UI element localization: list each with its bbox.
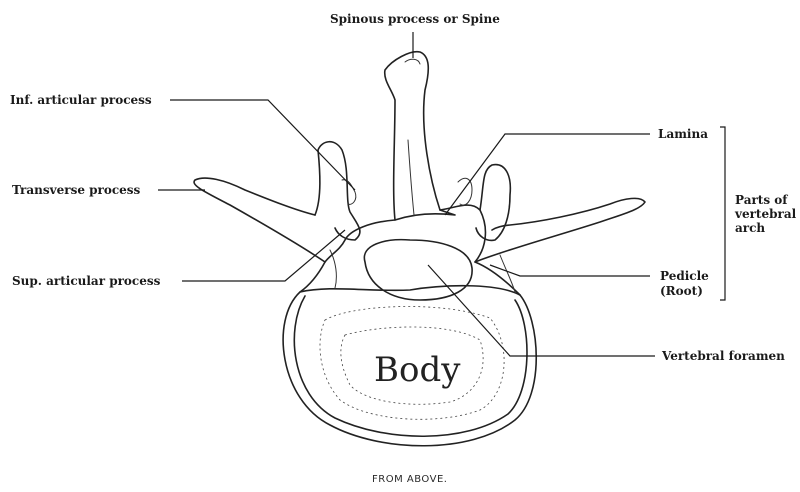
parts-of-arch-line2: vertebral — [735, 207, 796, 221]
transverse-process-label: Transverse process — [12, 183, 140, 197]
left-articular-processes-outline — [315, 142, 360, 240]
leader-lines — [158, 32, 725, 356]
pedicle-root-label: (Root) — [660, 284, 703, 298]
pedicle-label: Pedicle — [660, 269, 709, 283]
spinous-process-label: Spinous process or Spine — [330, 12, 500, 26]
vertebral-foramen-label: Vertebral foramen — [662, 349, 785, 363]
inf-articular-process-label: Inf. articular process — [10, 93, 152, 107]
spinous-process-outline — [385, 52, 455, 220]
figure-caption: FROM ABOVE. — [372, 474, 447, 485]
parts-of-arch-line1: Parts of — [735, 193, 787, 207]
left-transverse-process-outline — [194, 178, 325, 262]
sup-articular-process-label: Sup. articular process — [12, 274, 160, 288]
right-transverse-process-outline — [475, 198, 645, 262]
lamina-label: Lamina — [658, 127, 708, 141]
vertebral-foramen-outline — [364, 240, 472, 300]
parts-of-arch-line3: arch — [735, 221, 765, 235]
body-label: Body — [374, 350, 460, 390]
